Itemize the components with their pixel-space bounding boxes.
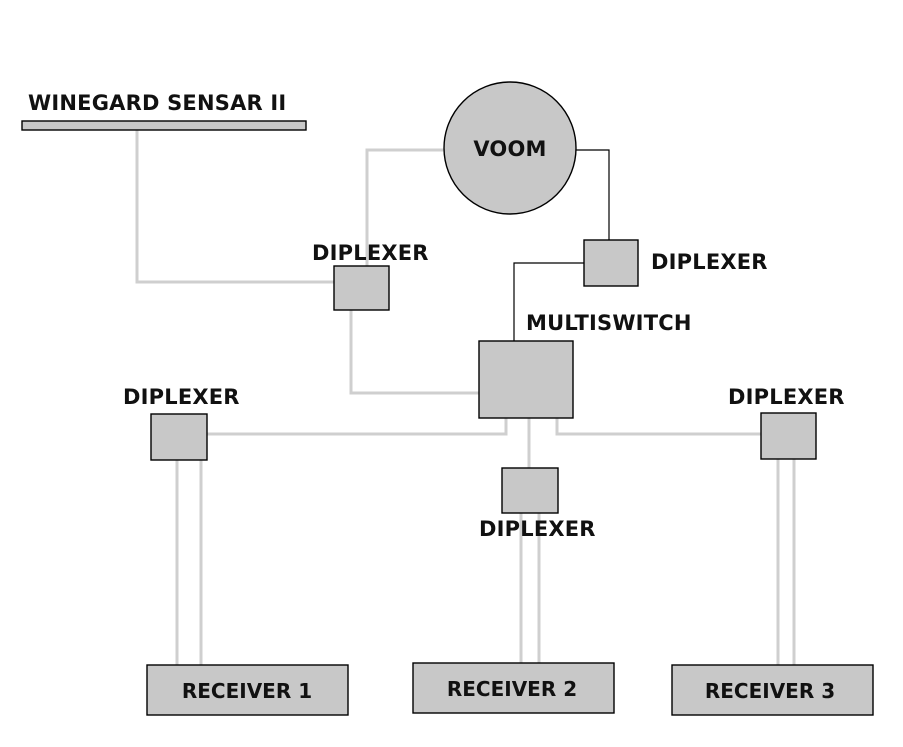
wire-diplexer1-multiswitch bbox=[349, 310, 479, 395]
multiswitch-box bbox=[478, 340, 574, 419]
diplexer-upper-left-label: DIPLEXER bbox=[312, 241, 429, 265]
diplexer-left bbox=[150, 413, 208, 461]
receiver-3-box bbox=[671, 664, 874, 716]
diplexer-right-label: DIPLEXER bbox=[728, 385, 845, 409]
wire-voom-diplexer2 bbox=[575, 149, 610, 240]
wire-antenna-diplexer1 bbox=[135, 130, 334, 284]
diplexer-bottom bbox=[501, 467, 559, 514]
wires bbox=[135, 130, 796, 665]
voom-satellite bbox=[443, 81, 577, 215]
diplexer-upper-right bbox=[583, 239, 639, 287]
antenna-label: WINEGARD SENSAR II bbox=[28, 91, 286, 115]
receiver-1-box bbox=[146, 664, 349, 716]
receiver-3-label: RECEIVER 3 bbox=[705, 679, 835, 703]
wire-multiswitch-diplexer-left bbox=[207, 418, 508, 436]
antenna-bar bbox=[21, 120, 307, 131]
diplexer-bottom-label: DIPLEXER bbox=[479, 517, 596, 541]
receiver-2-label: RECEIVER 2 bbox=[447, 677, 577, 701]
diplexer-right bbox=[760, 412, 817, 460]
wire-diplexer2-multiswitch bbox=[513, 262, 584, 341]
diplexer-upper-left bbox=[333, 265, 390, 311]
diplexer-left-label: DIPLEXER bbox=[123, 385, 240, 409]
multiswitch-label: MULTISWITCH bbox=[526, 311, 692, 335]
diplexer-upper-right-label: DIPLEXER bbox=[651, 250, 768, 274]
thin-wires bbox=[513, 149, 610, 341]
wire-multiswitch-diplexer-right bbox=[555, 418, 761, 436]
voom-label: VOOM bbox=[473, 137, 546, 161]
receiver-2-box bbox=[412, 662, 615, 714]
wire-voom-diplexer1 bbox=[365, 148, 444, 268]
receiver-1-label: RECEIVER 1 bbox=[182, 679, 312, 703]
